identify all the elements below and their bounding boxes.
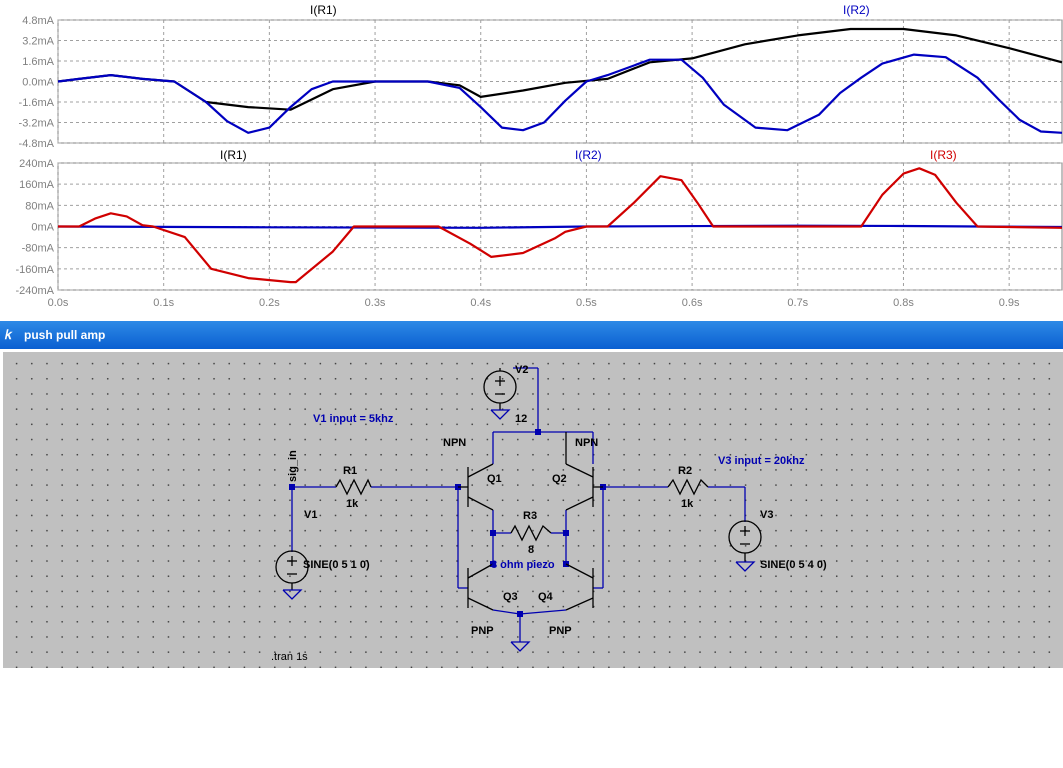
spice-directive[interactable]: .tran 1s xyxy=(271,651,308,663)
voltage-sources[interactable] xyxy=(275,368,762,590)
q1-type: NPN xyxy=(443,437,466,449)
bottom-y-tick-label: 160mA xyxy=(19,179,55,191)
v3-name: V3 xyxy=(760,509,773,521)
x-tick-label: 0.8s xyxy=(893,297,914,309)
top-y-tick-label: 0.0mA xyxy=(22,77,54,89)
trace-title-ir1[interactable]: I(R1) xyxy=(220,148,247,162)
top-y-tick-label: -1.6mA xyxy=(19,97,55,109)
x-tick-label: 0.6s xyxy=(682,297,703,309)
v2-value: 12 xyxy=(515,413,527,425)
x-tick-label: 0.4s xyxy=(470,297,491,309)
schematic-drawing[interactable]: V2 12 V1 input = 5khz V3 input = 20khz s… xyxy=(3,352,1063,668)
ground-symbols xyxy=(282,409,756,652)
transistors[interactable] xyxy=(458,432,603,611)
top-y-tick-label: 3.2mA xyxy=(22,36,54,48)
top-y-tick-label: -3.2mA xyxy=(19,118,55,130)
bottom-y-tick-label: -240mA xyxy=(15,285,54,297)
bottom-y-tick-label: 80mA xyxy=(25,200,54,212)
r3-symbol xyxy=(510,524,552,542)
v1-value: SINE(0 5 1 0) xyxy=(303,559,370,571)
top-pane-traces xyxy=(57,27,1063,134)
trace-ir1[interactable] xyxy=(57,27,1063,111)
q4-type: PNP xyxy=(549,625,572,637)
trace-title-ir2[interactable]: I(R2) xyxy=(575,148,602,162)
r1-symbol xyxy=(335,478,372,496)
trace-ir3[interactable] xyxy=(58,167,1063,284)
net-label-sig-in[interactable]: sig_in xyxy=(287,450,299,482)
r2-value: 1k xyxy=(681,498,694,510)
junction-dots xyxy=(289,429,606,617)
wires[interactable] xyxy=(291,367,746,642)
q3-type: PNP xyxy=(471,625,494,637)
x-tick-label: 0.5s xyxy=(576,297,597,309)
bottom-y-tick-label: -80mA xyxy=(22,243,55,255)
x-tick-label: 0.9s xyxy=(999,297,1020,309)
top-y-tick-label: 4.8mA xyxy=(22,15,54,27)
r1-value: 1k xyxy=(346,498,359,510)
x-tick-label: 0.7s xyxy=(787,297,808,309)
bottom-y-tick-label: -160mA xyxy=(15,264,54,276)
r2-name: R2 xyxy=(678,465,692,477)
schematic-window[interactable]: 𝑘 push pull amp xyxy=(0,321,1063,668)
waveform-viewer[interactable]: 4.8mA 3.2mA 1.6mA 0.0mA -1.6mA -3.2mA -4.8mA 24… xyxy=(0,0,1063,318)
q1-name: Q1 xyxy=(487,473,502,485)
v3-symbol xyxy=(728,520,762,554)
bottom-pane-traces xyxy=(57,167,1063,284)
v2-symbol xyxy=(483,370,517,404)
top-y-tick-label: 1.6mA xyxy=(22,56,54,68)
x-tick-label: 0.2s xyxy=(259,297,280,309)
schematic-canvas[interactable]: V2 12 V1 input = 5khz V3 input = 20khz s… xyxy=(3,352,1063,668)
trace-ir2[interactable] xyxy=(57,53,1063,134)
v1-note: V1 input = 5khz xyxy=(313,413,394,425)
trace-ir2[interactable] xyxy=(57,224,1063,229)
r1-name: R1 xyxy=(343,465,357,477)
top-pane-grid xyxy=(57,19,1063,144)
v2-name: V2 xyxy=(515,364,528,376)
q3-name: Q3 xyxy=(503,591,518,603)
bottom-y-tick-label: 240mA xyxy=(19,158,55,170)
q2-name: Q2 xyxy=(552,473,567,485)
x-tick-label: 0.1s xyxy=(153,297,174,309)
r3-name: R3 xyxy=(523,510,537,522)
bottom-y-tick-label: 0mA xyxy=(31,222,54,234)
v3-note: V3 input = 20khz xyxy=(718,455,805,467)
top-y-tick-label: -4.8mA xyxy=(19,138,55,150)
trace-titles[interactable]: I(R1) I(R2) I(R1) I(R2) I(R3) xyxy=(220,3,957,162)
v3-value: SINE(0 5 4 0) xyxy=(760,559,827,571)
r2-symbol xyxy=(667,478,709,496)
resistors[interactable] xyxy=(335,478,709,542)
q4-name: Q4 xyxy=(538,591,554,603)
axis-labels: 4.8mA 3.2mA 1.6mA 0.0mA -1.6mA -3.2mA -4.8mA 24… xyxy=(15,15,1020,309)
ltspice-icon: 𝑘 xyxy=(5,327,12,342)
q2-type: NPN xyxy=(575,437,598,449)
r3-note: 8 ohm piezo xyxy=(491,559,555,571)
x-tick-label: 0.0s xyxy=(48,297,69,309)
v1-name: V1 xyxy=(304,509,317,521)
window-titlebar[interactable]: 𝑘 push pull amp xyxy=(0,321,1063,349)
x-tick-label: 0.3s xyxy=(365,297,386,309)
waveform-plot[interactable]: 4.8mA 3.2mA 1.6mA 0.0mA -1.6mA -3.2mA -4.8mA 24… xyxy=(0,0,1063,318)
trace-title-ir3[interactable]: I(R3) xyxy=(930,148,957,162)
trace-title-ir2[interactable]: I(R2) xyxy=(843,3,870,17)
trace-title-ir1[interactable]: I(R1) xyxy=(310,3,337,17)
r3-value: 8 xyxy=(528,544,534,556)
window-title: push pull amp xyxy=(24,328,106,342)
